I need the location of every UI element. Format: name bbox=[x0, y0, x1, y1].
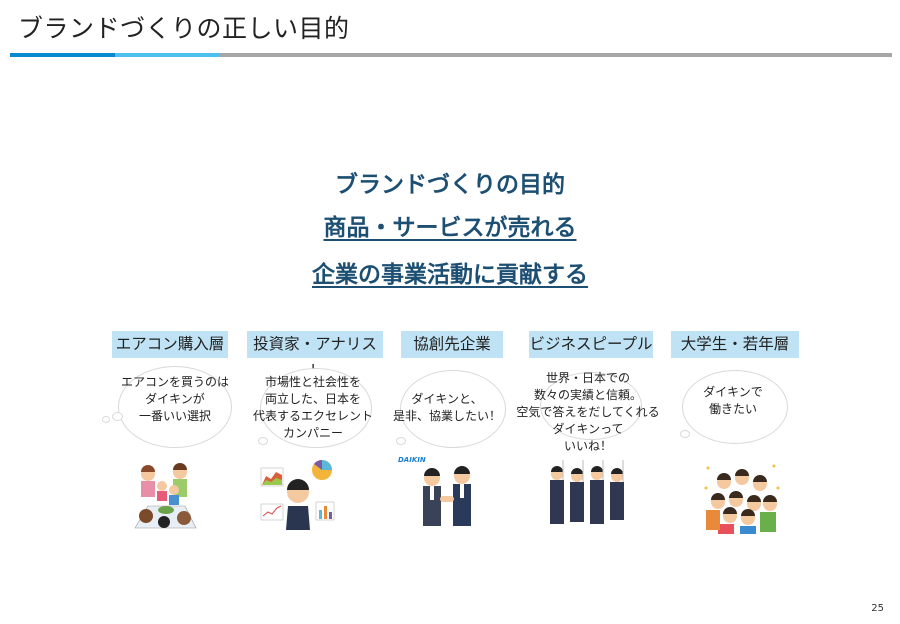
title-bar-gray bbox=[220, 53, 892, 57]
segment-label-aircon-buyers: エアコン購入層 bbox=[112, 331, 228, 358]
bubble-line: ダイキンと、 bbox=[411, 392, 483, 406]
bubble-line: カンパニー bbox=[282, 426, 343, 440]
thought-puff-icon bbox=[396, 437, 406, 445]
title-bar-dark-blue bbox=[10, 53, 115, 57]
daikin-logo: DAIKIN bbox=[398, 456, 426, 464]
bubble-line: ダイキンって bbox=[552, 422, 624, 436]
thought-cloud-icon bbox=[400, 370, 506, 448]
thought-cloud-icon bbox=[260, 368, 372, 448]
thought-cloud-icon bbox=[540, 372, 642, 440]
bubble-text-students: ダイキンで 働きたい bbox=[648, 384, 818, 418]
heading-line-2: 商品・サービスが売れる bbox=[323, 215, 577, 241]
segment-label-investors: 投資家・アナリスト bbox=[247, 331, 383, 380]
thought-puff-icon bbox=[102, 416, 110, 423]
slide-title: ブランドづくりの正しい目的 bbox=[18, 14, 350, 43]
bubble-line: 数々の実績と信頼。 bbox=[533, 388, 642, 402]
bubble-text-investors: 市場性と社会性を 両立した、日本を 代表するエクセレント カンパニー bbox=[228, 374, 398, 442]
bubble-line: 是非、協業したい！ bbox=[392, 409, 501, 423]
thought-cloud-icon bbox=[118, 366, 232, 448]
heading-line-1: ブランドづくりの目的 bbox=[335, 172, 565, 198]
thought-puff-icon bbox=[112, 412, 123, 421]
bubble-line: 働きたい bbox=[708, 402, 757, 416]
young-people-icon bbox=[704, 464, 780, 534]
business-people-icon bbox=[550, 460, 624, 524]
bubble-text-business-people: 世界・日本での 数々の実績と信頼。 空気で答えをだしてくれる ダイキンって いい… bbox=[503, 370, 673, 455]
bubble-line: 空気で答えをだしてくれる bbox=[516, 405, 660, 419]
segment-label-partners: 協創先企業 bbox=[401, 331, 503, 358]
bubble-line: 両立した、日本を bbox=[264, 392, 361, 406]
bubble-line: 世界・日本での bbox=[545, 371, 630, 385]
segment-label-students: 大学生・若年層 bbox=[671, 331, 799, 358]
handshake-icon bbox=[423, 466, 471, 526]
page-number: 25 bbox=[871, 603, 884, 614]
bubble-line: 一番いい選択 bbox=[138, 409, 211, 423]
thought-puff-icon bbox=[680, 430, 690, 438]
thought-cloud-icon bbox=[682, 370, 788, 444]
title-bar-light-blue bbox=[115, 53, 220, 57]
bubble-text-aircon-buyers: エアコンを買うのは ダイキンが 一番いい選択 bbox=[90, 374, 260, 425]
segment-label-business-people: ビジネスピープル bbox=[529, 331, 653, 358]
analyst-icon bbox=[260, 460, 335, 530]
heading-line-3: 企業の事業活動に貢献する bbox=[312, 262, 588, 288]
bubble-text-partners: ダイキンと、 是非、協業したい！ bbox=[362, 391, 532, 425]
family-icon bbox=[134, 463, 197, 529]
bubble-line: 市場性と社会性を bbox=[264, 375, 361, 389]
thought-puff-icon bbox=[258, 437, 268, 445]
bubble-line: ダイキンで bbox=[703, 385, 763, 399]
bubble-line: いいね！ bbox=[563, 439, 612, 453]
bubble-line: エアコンを買うのは bbox=[120, 375, 229, 389]
bubble-line: ダイキンが bbox=[145, 392, 205, 406]
bubble-line: 代表するエクセレント bbox=[252, 409, 373, 423]
